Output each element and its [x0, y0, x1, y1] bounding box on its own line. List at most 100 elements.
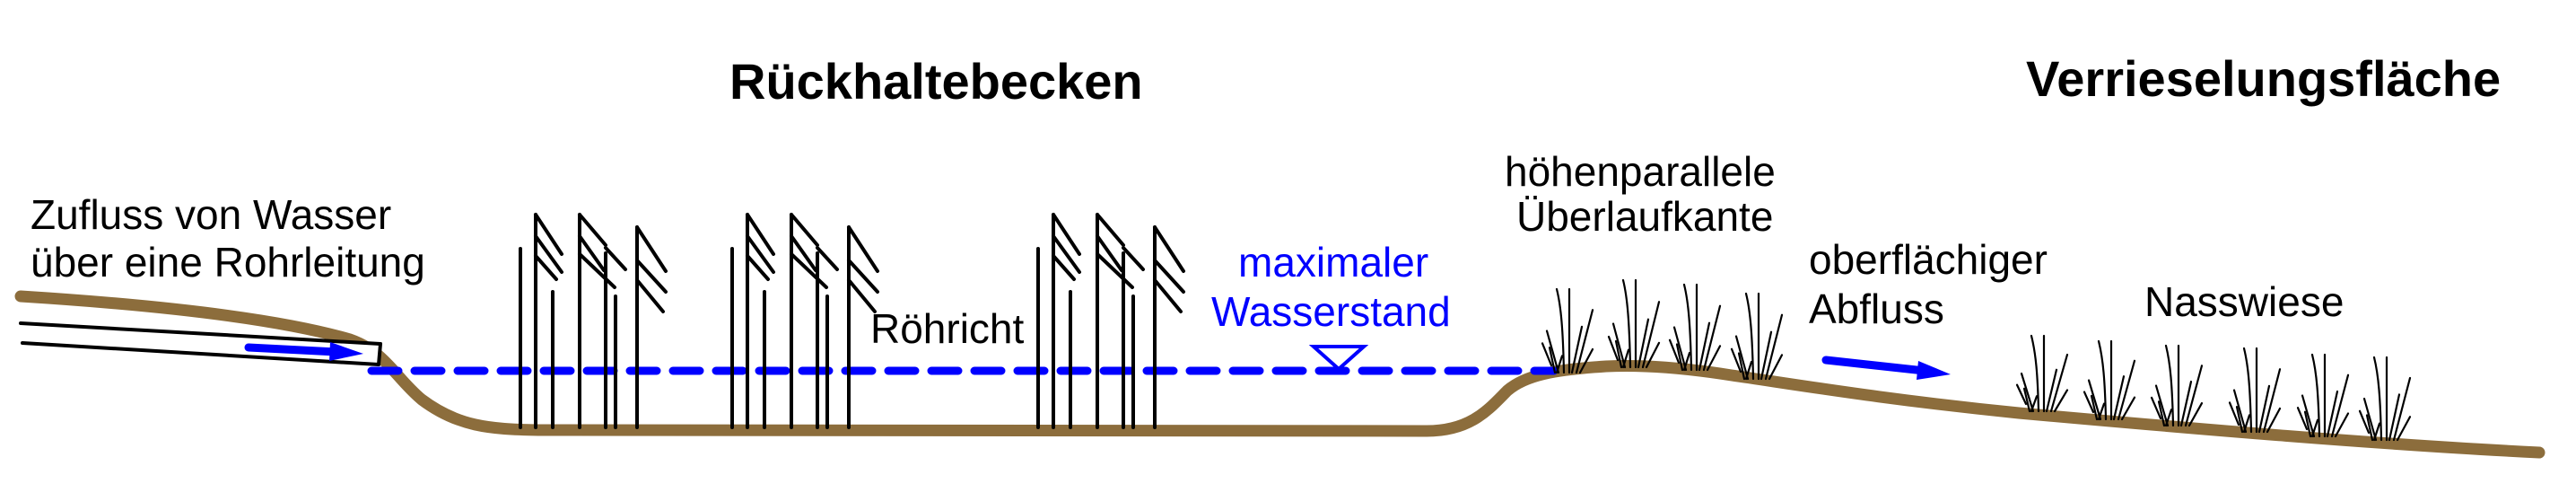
grass-blade	[2310, 418, 2319, 438]
grass-blade	[2262, 368, 2282, 434]
grass-blade	[2150, 396, 2162, 420]
grass-blade	[1698, 321, 1711, 372]
grass-blade	[1545, 330, 1560, 374]
grass-blade	[2022, 387, 2031, 413]
grass-blade	[2232, 389, 2248, 434]
grass-clump	[2015, 334, 2069, 413]
max-water-level-label-line2: Wasserstand	[1211, 288, 1451, 335]
reed-leaf	[534, 254, 558, 281]
grass-blade	[1541, 342, 1553, 367]
weir-label-line1: höhenparallele	[1505, 148, 1776, 195]
grass-blade	[2020, 372, 2035, 413]
grass-blade	[2372, 422, 2381, 442]
grass-clump	[2358, 356, 2412, 442]
grass-blade	[2164, 409, 2173, 427]
reed-leaf	[1122, 246, 1145, 271]
reed-leaf	[534, 234, 563, 274]
reed-leaf	[1096, 213, 1125, 247]
runoff-arrow-icon	[1821, 356, 1951, 380]
grass-blade	[2228, 401, 2240, 426]
grass-blade	[2154, 384, 2170, 427]
reed-leaf	[604, 246, 627, 271]
grass-blade	[1645, 341, 1661, 369]
reed-leaf	[1153, 278, 1183, 313]
reed-leaf	[746, 234, 775, 274]
grass-clump	[1607, 278, 1661, 369]
grass-blade	[1621, 278, 1632, 369]
grass-clump	[2296, 353, 2350, 438]
grass-blade	[2266, 407, 2282, 434]
runoff-label-line2: Abfluss	[1809, 286, 1944, 332]
grass-clump	[2083, 339, 2136, 421]
reed-clump	[1036, 213, 1185, 429]
grass-blade	[1737, 352, 1746, 381]
reed-leaf	[790, 252, 828, 289]
reed-leaf	[746, 213, 775, 256]
reed-leaf	[1052, 234, 1081, 274]
grass-blade	[2049, 353, 2069, 413]
grass-blade	[2365, 414, 2374, 442]
grass-blade	[1611, 322, 1627, 369]
inflow-label-line1: Zufluss von Wasser	[31, 191, 391, 238]
reed-leaf	[635, 278, 665, 313]
grass-blade	[2388, 393, 2401, 442]
reed-leaf	[847, 278, 877, 313]
grass-blade	[2257, 384, 2271, 434]
grass-blade	[2015, 383, 2028, 406]
grass-blade	[1706, 345, 1722, 372]
reed-leaf	[1153, 259, 1185, 294]
grass-blade	[2030, 395, 2039, 413]
grass-blade	[2235, 406, 2244, 434]
reed-leaf	[635, 225, 668, 273]
grass-blade	[1607, 335, 1620, 362]
reed-clump	[730, 213, 879, 429]
weir-label-line2: Überlaufkante	[1516, 193, 1773, 240]
grass-blade	[1578, 347, 1594, 374]
grass-blade	[1744, 292, 1755, 381]
max-water-level-label-line1: maximaler	[1238, 239, 1428, 286]
grass-blade	[2090, 394, 2099, 421]
grass-blade	[1744, 360, 1753, 381]
grass-blade	[2326, 390, 2339, 438]
grass-blade	[2112, 375, 2126, 421]
grass-blade	[2358, 409, 2371, 435]
grass-blade	[2083, 391, 2095, 414]
grass-blade	[2303, 410, 2312, 438]
reed-leaf	[635, 259, 668, 294]
grass-clump	[1668, 283, 1722, 372]
reed-leaf	[1096, 252, 1134, 289]
reed-leaf	[578, 234, 606, 272]
grass-blade	[2097, 339, 2108, 421]
reed-leaf	[534, 213, 563, 256]
reed-leaf	[790, 234, 817, 272]
grass-blade	[2372, 356, 2383, 442]
grass-blade	[2242, 347, 2253, 434]
heading-retention-basin: Rückhaltebecken	[729, 53, 1143, 110]
reed-leaf	[847, 259, 879, 294]
reed-leaf	[1153, 225, 1185, 273]
reed-leaf	[816, 246, 839, 271]
grass-blade	[1702, 304, 1722, 372]
grass-blade	[1575, 309, 1594, 374]
grass-blade	[1641, 301, 1661, 369]
reed-leaf	[578, 213, 607, 247]
reed-leaf	[790, 213, 819, 247]
grass-blade	[2362, 397, 2378, 442]
grass-blade	[1682, 283, 1693, 372]
heading-irrigation-area: Verrieselungsfläche	[2026, 50, 2501, 107]
grass-blade	[2030, 334, 2040, 413]
grass-blade	[2164, 344, 2175, 427]
grass-blade	[2053, 389, 2069, 413]
reed-leaf	[847, 225, 879, 273]
grass-vegetation	[1541, 278, 2412, 442]
grass-clump	[1541, 287, 1594, 374]
runoff-label-line1: oberflächiger	[1809, 236, 2048, 283]
grass-clump	[2150, 344, 2204, 427]
grass-blade	[1730, 347, 1742, 374]
grass-blade	[1768, 354, 1784, 381]
grass-blade	[2187, 401, 2204, 427]
grass-blade	[2120, 396, 2136, 421]
meadow-label: Nasswiese	[2144, 278, 2344, 325]
inflow-label-line2: über eine Rohrleitung	[31, 239, 425, 286]
